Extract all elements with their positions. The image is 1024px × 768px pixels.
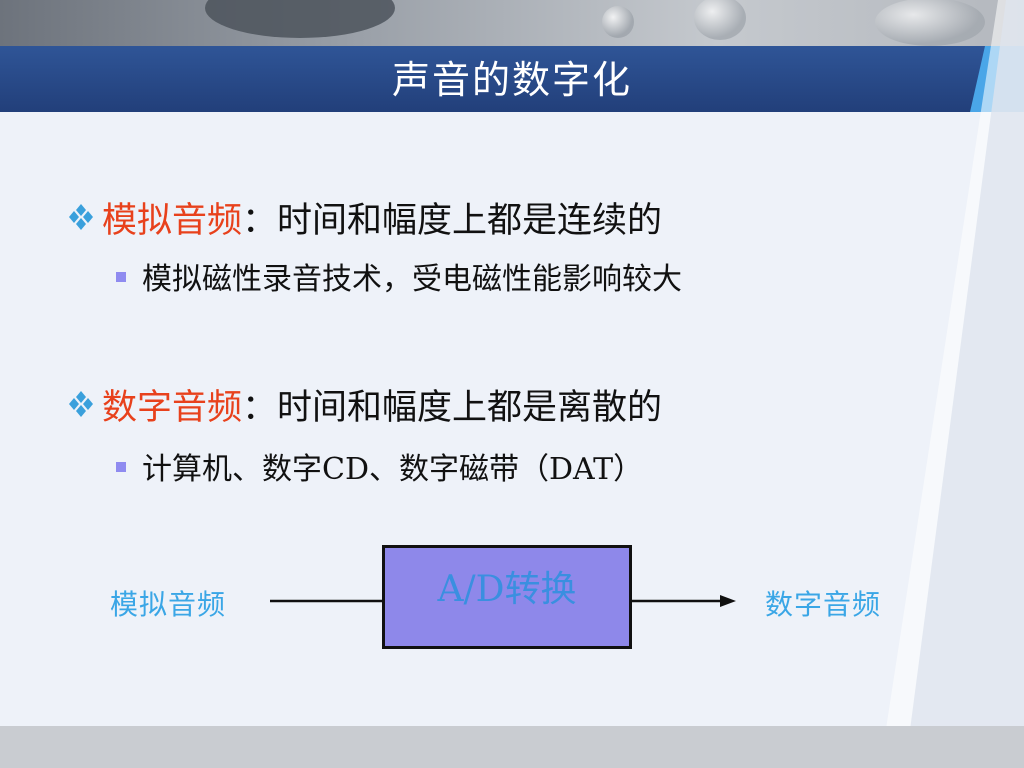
- diamond-cluster-icon: [66, 385, 102, 431]
- diamond-cluster-icon: [66, 198, 102, 244]
- sub-bullet-digital: 计算机、数字CD、数字磁带（DAT）: [116, 450, 643, 490]
- slide-title: 声音的数字化: [391, 58, 632, 102]
- sub-bullet-text: 模拟磁性录音技术，受电磁性能影响较大: [142, 262, 682, 297]
- sub-bullet-text: 计算机、数字CD、数字磁带（DAT）: [142, 452, 644, 487]
- bullet-text: ：时间和幅度上都是连续的: [242, 201, 663, 241]
- diagram-output-label: 数字音频: [765, 588, 882, 621]
- sub-bullet-analog: 模拟磁性录音技术，受电磁性能影响较大: [116, 260, 682, 300]
- ad-conversion-label: A/D转换: [437, 569, 577, 610]
- ad-conversion-box: A/D转换: [382, 545, 632, 649]
- diagram-input-label: 模拟音频: [110, 588, 227, 621]
- bullet-keyword: 数字音频: [102, 388, 243, 428]
- square-bullet-icon: [116, 462, 126, 472]
- square-bullet-icon: [116, 272, 126, 282]
- bullet-analog-audio: 模拟音频：时间和幅度上都是连续的: [66, 198, 662, 244]
- bullet-keyword: 模拟音频: [102, 201, 243, 241]
- bullet-text: ：时间和幅度上都是离散的: [242, 388, 663, 428]
- bullet-digital-audio: 数字音频：时间和幅度上都是离散的: [66, 385, 662, 431]
- arrow-head-icon: [720, 595, 736, 607]
